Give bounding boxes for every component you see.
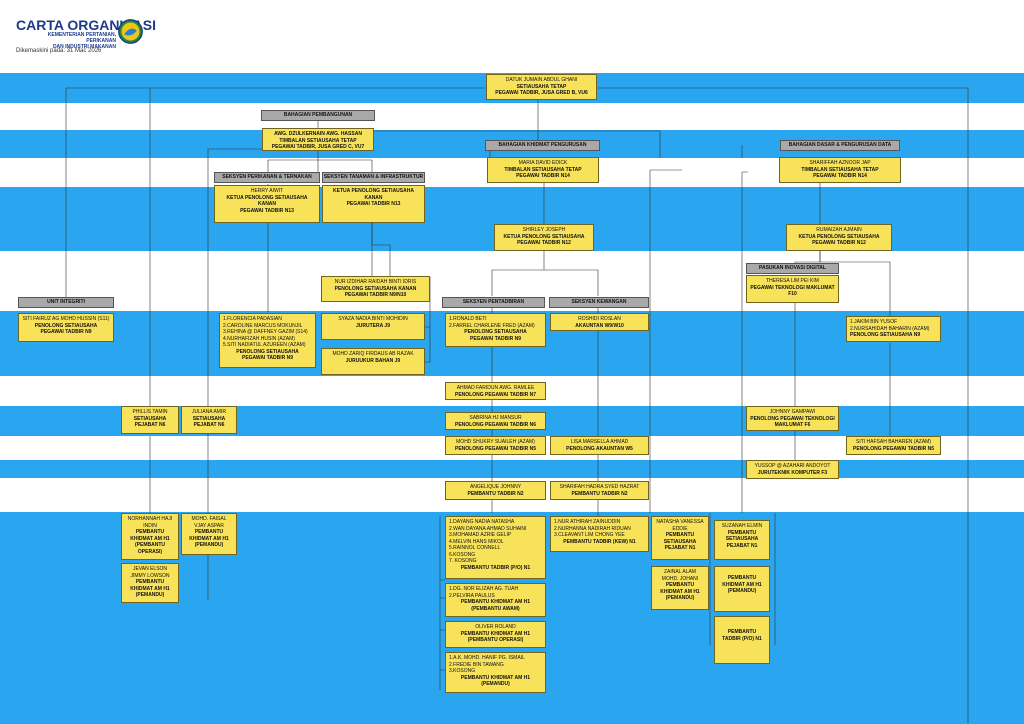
kps-tanaman-box: KETUA PENOLONG SETIAUSAHA KANAN PEGAWAI … — [322, 185, 425, 223]
pt-po-dasar-box: PEMBANTU TADBIR (P/O) N1 — [714, 616, 770, 664]
nur-athirah-group-box: 1.NUR ATHIRAH ZAINUDDIN 2.NURHANNA NADIR… — [550, 516, 649, 552]
dg-nor-elizah-box: 1.DG. NOR ELIZAH AG. TUAH 2.PELVIRA PAUL… — [445, 583, 546, 617]
grade-band — [0, 187, 1024, 224]
dayang-group-box: 1.DAYANG NADIA NATASHA 2.WAN DAYANA AHMA… — [445, 516, 546, 579]
timbalan-pembangunan-box: AWG. DZULKERNAIN AWG. HASSAN TIMBALAN SE… — [262, 128, 374, 151]
section-header-integriti: UNIT INTEGRITI — [18, 297, 114, 308]
ministry-name: KEMENTERIAN PERTANIAN, PERIKANAN DAN IND… — [47, 32, 116, 50]
section-header-pembangunan: BAHAGIAN PEMBANGUNAN — [261, 110, 375, 121]
ak-mohd-hanif-box: 1.A.K. MOHD. HANIF PG. ISMAIL 2.FREDIE B… — [445, 652, 546, 693]
updated-date: Dikemaskini pada: 31 Mac 2026 — [16, 48, 102, 54]
pka-dasar-box: PEMBANTU KHIDMAT AM H1 (PEMANDU) — [714, 566, 770, 612]
section-header-kewangan: SEKSYEN KEWANGAN — [549, 297, 649, 308]
section-header-tanaman: SEKSYEN TANAMAN & INFRASTRUKTUR — [322, 172, 425, 183]
section-header-inovasi: PASUKAN INOVASI DIGITAL — [746, 263, 839, 274]
mohd-shukry-box: MOHD SHUKRY SUAILEH (AZAM)PENOLONG PEGAW… — [445, 436, 546, 455]
ronald-beti-box: 1.RONALD BETI 2.FARREL CHARLENE FRED (AZ… — [445, 313, 546, 347]
section-header-pentadbiran: SEKSYEN PENTADBIRAN — [442, 297, 545, 308]
ministry-logo-icon — [118, 19, 143, 44]
jakim-yusof-box: 1.JAKIM BIN YUSOF 2.NURSAHIDAH BAHARIN (… — [846, 316, 941, 342]
section-header-dasar: BAHAGIAN DASAR & PENGURUSAN DATA — [780, 140, 900, 151]
siti-hafsah-box: SITI HAFSAH BAHAREN (AZAM)PENOLONG PEGAW… — [846, 436, 941, 455]
section-header-khidmat: BAHAGIAN KHIDMAT PENGURUSAN — [485, 140, 600, 151]
section-header-perikanan: SEKSYEN PERIKANAN & TERNAKAN — [214, 172, 320, 183]
siti-fairuz-box: SITI FAIRUZ AG MOHD HUSSIN (S11)PENOLONG… — [18, 313, 114, 342]
florencia-group-box: 1.FLORENCIA PADASIAN 2.CAROLINE MARCUS M… — [219, 313, 316, 368]
